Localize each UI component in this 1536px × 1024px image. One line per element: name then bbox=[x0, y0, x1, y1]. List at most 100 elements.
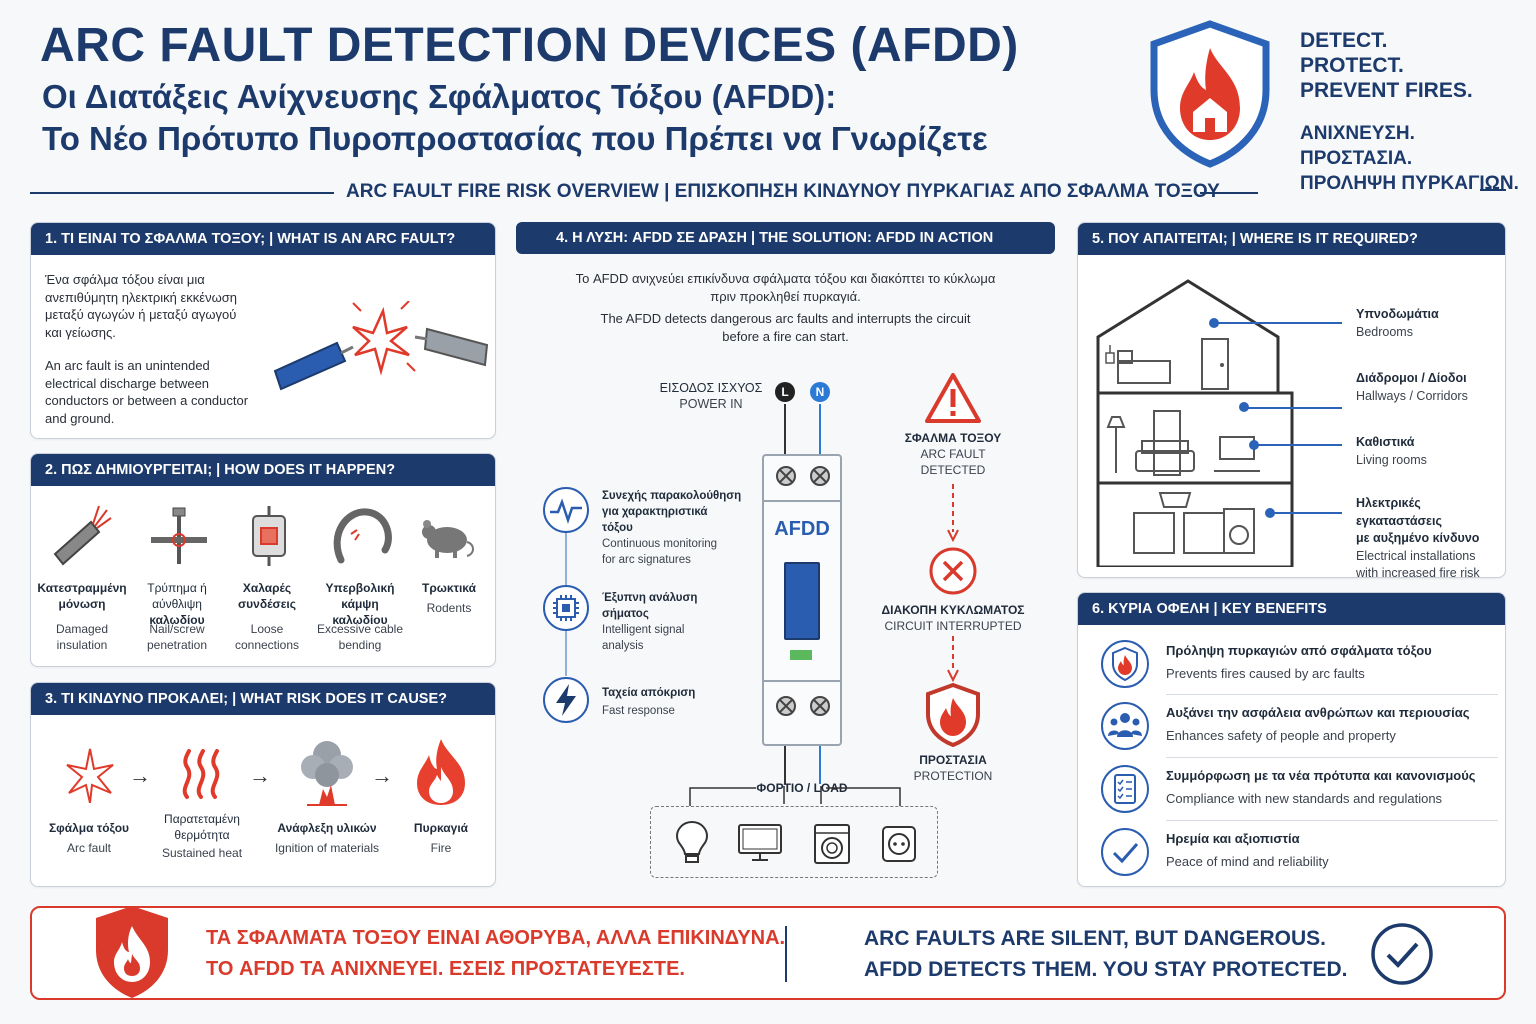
rodent-icon bbox=[422, 520, 474, 558]
cable-bending-icon bbox=[333, 508, 392, 564]
circuit-interrupted-gr: ΔΙΑΚΟΠΗ ΚΥΚΛΩΜΑΤΟΣ bbox=[881, 603, 1025, 617]
wire-l-in bbox=[784, 404, 786, 456]
location-bedrooms: Υπνοδωμάτια Bedrooms bbox=[1356, 307, 1439, 339]
tv-icon bbox=[738, 824, 782, 861]
flow-arrow-1-icon bbox=[947, 484, 959, 542]
shield-logo-icon bbox=[1150, 20, 1270, 168]
section-1-text-gr: Ένα σφάλμα τόξου είναι μια ανεπιθύμητη η… bbox=[45, 272, 237, 340]
bottom-banner: ΤΑ ΣΦΑΛΜΑΤΑ ΤΟΞΟΥ ΕΙΝΑΙ ΑΘΟΡΥΒΑ, ΑΛΛΑ ΕΠ… bbox=[30, 906, 1506, 1000]
page-subtitle: Οι Διατάξεις Ανίχνευσης Σφάλματος Τόξου … bbox=[42, 76, 988, 160]
wire-n-in bbox=[819, 404, 821, 456]
banner-text-gr: ΤΑ ΣΦΑΛΜΑΤΑ ΤΟΞΟΥ ΕΙΝΑΙ ΑΘΟΡΥΒΑ, ΑΛΛΑ ΕΠ… bbox=[206, 927, 786, 980]
power-socket-icon bbox=[882, 826, 916, 862]
location-living-rooms: Καθιστικά Living rooms bbox=[1356, 435, 1427, 467]
people-icon bbox=[1101, 702, 1149, 750]
house-diagram bbox=[1096, 279, 1294, 567]
load-label: ΦΟΡΤΙΟ / LOAD bbox=[756, 781, 848, 795]
risk-3-label-en: Ignition of materials bbox=[274, 841, 380, 855]
section-solution: 4. Η ΛΥΣΗ: AFDD ΣΕ ΔΡΑΣΗ | THE SOLUTION:… bbox=[516, 222, 1055, 888]
slogan-underline bbox=[1480, 189, 1506, 191]
section-how-does-it-happen: 2. ΠΩΣ ΔΗΜΙΟΥΡΓΕΙΤΑΙ; | HOW DOES IT HAPP… bbox=[30, 453, 496, 667]
afdd-device-label: AFDD bbox=[774, 518, 830, 540]
checklist-icon bbox=[1101, 765, 1149, 813]
circuit-interrupted-en: CIRCUIT INTERRUPTED bbox=[884, 619, 1022, 633]
location-hallways: Διάδρομοι / Δίοδοι Hallways / Corridors bbox=[1356, 371, 1468, 403]
afdd-toggle-lever bbox=[784, 562, 820, 640]
damaged-insulation-icon bbox=[53, 505, 112, 566]
protection-shield-icon bbox=[926, 682, 980, 748]
protection-en: PROTECTION bbox=[913, 769, 993, 783]
benefit-row-4: Ηρεμία και αξιοπιστία Peace of mind and … bbox=[1078, 821, 1505, 883]
risk-4-label-en: Fire bbox=[430, 841, 452, 855]
arrow-2-icon: → bbox=[249, 763, 271, 788]
benefit-row-3: Συμμόρφωση με τα νέα πρότυπα και κανονισ… bbox=[1078, 758, 1505, 820]
power-in-label-gr: ΕΙΣΟΔΟΣ ΙΣΧΥΟΣ bbox=[659, 381, 763, 395]
arrow-1-icon: → bbox=[129, 763, 151, 788]
section-what-is-arc-fault: 1. ΤΙ ΕΙΝΑΙ ΤΟ ΣΦΑΛΜΑ ΤΟΞΟΥ; | WHAT IS A… bbox=[30, 222, 496, 439]
arc-spark-icon bbox=[66, 748, 114, 803]
subtitle-line-1: Οι Διατάξεις Ανίχνευσης Σφάλματος Τόξου … bbox=[42, 78, 837, 115]
overview-bar: ARC FAULT FIRE RISK OVERVIEW | ΕΠΙΣΚΟΠΗΣ… bbox=[30, 178, 1260, 208]
section-key-benefits: 6. ΚΥΡΙΑ ΟΦΕΛΗ | KEY BENEFITS Πρόληψη πυ… bbox=[1077, 592, 1506, 887]
risk-1-label-en: Arc fault bbox=[66, 841, 111, 855]
banner-check-icon bbox=[1371, 923, 1433, 985]
section-2-heading: 2. ΠΩΣ ΔΗΜΙΟΥΡΓΕΙΤΑΙ; | HOW DOES IT HAPP… bbox=[31, 454, 495, 486]
page-title: ARC FAULT DETECTION DEVICES (AFDD) bbox=[40, 19, 1019, 72]
risk-2-label-en: Sustained heat bbox=[161, 846, 243, 860]
power-in-label-en: POWER IN bbox=[679, 397, 743, 411]
banner-divider bbox=[785, 926, 787, 982]
signal-analysis-chip-icon bbox=[543, 585, 589, 631]
solution-intro-gr: Το AFDD ανιχνεύει επικίνδυνα σφάλματα τό… bbox=[575, 271, 996, 304]
loose-connection-icon bbox=[252, 506, 286, 566]
bottom-screws-icon bbox=[776, 696, 830, 716]
protection-gr: ΠΡΟΣΤΑΣΙΑ bbox=[919, 753, 987, 767]
banner-text-en: ARC FAULTS ARE SILENT, BUT DANGEROUS. AF… bbox=[864, 927, 1348, 981]
terminal-n-badge: N bbox=[810, 382, 830, 402]
risk-4-label-gr: Πυρκαγιά bbox=[413, 821, 469, 835]
cause-5-label-gr: Τρωκτικά bbox=[422, 581, 476, 595]
fire-icon bbox=[417, 739, 465, 805]
light-bulb-icon bbox=[675, 820, 709, 863]
circuit-interrupt-x-icon bbox=[929, 547, 977, 595]
risk-1-label-gr: Σφάλμα τόξου bbox=[48, 821, 130, 835]
wire-n-out bbox=[819, 744, 821, 784]
feature-1-text: Συνεχής παρακολούθηση για χαρακτηριστικά… bbox=[602, 490, 742, 566]
slogan-gr: ΑΝΙΧΝΕΥΣΗ. ΠΡΟΣΤΑΣΙΑ. ΠΡΟΛΗΨΗ ΠΥΡΚΑΓΙΩΝ. bbox=[1300, 123, 1519, 194]
check-icon bbox=[1101, 828, 1149, 876]
arc-fault-detected-gr: ΣΦΑΛΜΑ ΤΟΞΟΥ bbox=[904, 431, 1002, 445]
wire-l-out bbox=[784, 744, 786, 784]
arc-fault-detected-en: ARC FAULT DETECTED bbox=[920, 447, 986, 477]
risk-3-label-gr: Ανάφλεξη υλικών bbox=[277, 821, 377, 835]
washing-machine-icon bbox=[814, 824, 850, 864]
section-4-heading: 4. Η ΛΥΣΗ: AFDD ΣΕ ΔΡΑΣΗ | THE SOLUTION:… bbox=[516, 222, 1055, 254]
fast-response-bolt-icon bbox=[543, 677, 589, 723]
section-1-text-en: An arc fault is an unintended electrical… bbox=[45, 358, 249, 426]
section-1-heading: 1. ΤΙ ΕΙΝΑΙ ΤΟ ΣΦΑΛΜΑ ΤΟΞΟΥ; | WHAT IS A… bbox=[31, 223, 495, 255]
monitoring-icon bbox=[543, 487, 589, 533]
load-wiring bbox=[689, 786, 901, 806]
afdd-device: AFDD bbox=[762, 454, 842, 746]
benefit-row-2: Αυξάνει την ασφάλεια ανθρώπων και περιου… bbox=[1078, 695, 1505, 757]
heat-icon bbox=[182, 749, 220, 799]
solution-intro-en: The AFDD detects dangerous arc faults an… bbox=[600, 311, 971, 344]
slogan-en: DETECT. PROTECT. PREVENT FIRES. bbox=[1300, 29, 1473, 102]
shield-fire-icon bbox=[1101, 640, 1149, 688]
section-where-required: 5. ΠΟΥ ΑΠΑΙΤΕΙΤΑΙ; | WHERE IS IT REQUIRE… bbox=[1077, 222, 1506, 578]
benefit-row-1: Πρόληψη πυρκαγιών από σφάλματα τόξου Pre… bbox=[1078, 633, 1505, 695]
section-3-heading: 3. ΤΙ ΚΙΝΔΥΝΟ ΠΡΟΚΑΛΕΙ; | WHAT RISK DOES… bbox=[31, 683, 495, 715]
location-high-risk-installations: Ηλεκτρικές εγκαταστάσεις με αυξημένο κίν… bbox=[1356, 496, 1480, 578]
ignition-smoke-icon bbox=[301, 741, 353, 806]
flow-arrow-2-icon bbox=[947, 636, 959, 682]
top-screws-icon bbox=[776, 466, 830, 486]
cause-5-label-en: Rodents bbox=[426, 601, 472, 615]
section-5-heading: 5. ΠΟΥ ΑΠΑΙΤΕΙΤΑΙ; | WHERE IS IT REQUIRE… bbox=[1078, 223, 1505, 255]
banner-shield-fire-icon bbox=[96, 906, 168, 998]
warning-triangle-icon bbox=[925, 373, 981, 423]
